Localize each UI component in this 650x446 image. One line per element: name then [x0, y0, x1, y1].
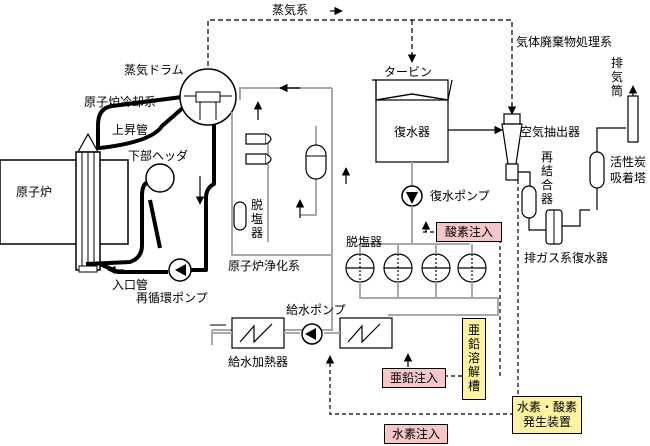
offgas-condenser-label: 排ガス系復水器 [524, 251, 609, 265]
steam-drum-label: 蒸気ドラム [124, 63, 184, 77]
h2o2-generator-line1: 水素・酸素 [516, 400, 577, 414]
feed-pump-label: 給水ポンプ [286, 303, 346, 317]
desalinator-label: 脱塩器 [346, 235, 383, 249]
h2o2-generator-box: 水素・酸素 発生装置 [512, 396, 582, 434]
hydrogen-injection-box: 水素注入 [384, 424, 448, 444]
charcoal-label-2: 吸着塔 [610, 171, 647, 185]
condenser-shape [375, 99, 449, 163]
desalinator-bank [345, 243, 487, 299]
desalinator-to-feed-line [388, 297, 499, 316]
charcoal-label-1: 活性炭 [610, 155, 647, 169]
zinc-injection-box: 亜鉛注入 [382, 368, 446, 388]
zinc-tank-label: 亜鉛溶解槽 [467, 323, 480, 393]
recombiner-shape [521, 185, 537, 219]
recirculation-pump-shape [168, 258, 192, 282]
rcs-label: 原子炉冷却系 [84, 95, 157, 109]
cleanup-heat-exchangers [245, 133, 272, 165]
charcoal-adsorber-shape [589, 151, 605, 189]
recombiner-label: 再結合器 [540, 150, 553, 206]
condensate-pump-label: 復水ポンプ [430, 189, 490, 203]
cleanup-tank [305, 144, 327, 180]
reactor-label: 原子炉 [16, 185, 53, 199]
recirculation-piping [85, 94, 216, 274]
air-extractor-shape [501, 113, 523, 181]
feed-heater-right [339, 317, 393, 349]
stack-shape [627, 95, 639, 143]
stack-label: 排気筒 [610, 56, 623, 98]
offgas-condenser-shape [545, 209, 563, 245]
lower-header-label: 下部ヘッダ [128, 149, 189, 163]
cleanup-desalinator-label: 脱塩器 [250, 198, 263, 240]
offgas-system-label: 気体廃棄物処理系 [516, 35, 613, 49]
condensate-pump-shape [401, 185, 423, 207]
cleanup-system-label: 原子炉浄化系 [228, 259, 301, 273]
cleanup-desalinator-shape [233, 201, 247, 231]
riser-label: 上昇管 [112, 123, 149, 137]
feed-pump-shape [301, 323, 323, 345]
recirc-pump-label: 再循環ポンプ [136, 291, 208, 305]
reactor-vessel [0, 159, 129, 245]
condenser-label: 復水器 [394, 125, 431, 139]
oxygen-injection-box: 酸素注入 [436, 222, 502, 242]
turbine-label: タービン [384, 65, 433, 79]
steam-system-label: 蒸気系 [272, 3, 309, 17]
steam-line [207, 19, 513, 112]
lower-header-shape [145, 163, 175, 193]
extractor-to-recombiner [518, 171, 531, 186]
h2o2-generator-line2: 発生装置 [522, 415, 571, 429]
zinc-tank-box: 亜鉛溶解槽 [462, 318, 486, 400]
steam-drum-shape [179, 68, 237, 126]
air-extractor-label: 空気抽出器 [520, 125, 581, 139]
reactor-core [75, 132, 101, 273]
turbine-shape [372, 79, 453, 101]
feed-heater-left [231, 317, 285, 349]
feed-heater-label: 給水加熱器 [228, 355, 289, 369]
inlet-pipe-label: 入口管 [112, 278, 149, 292]
